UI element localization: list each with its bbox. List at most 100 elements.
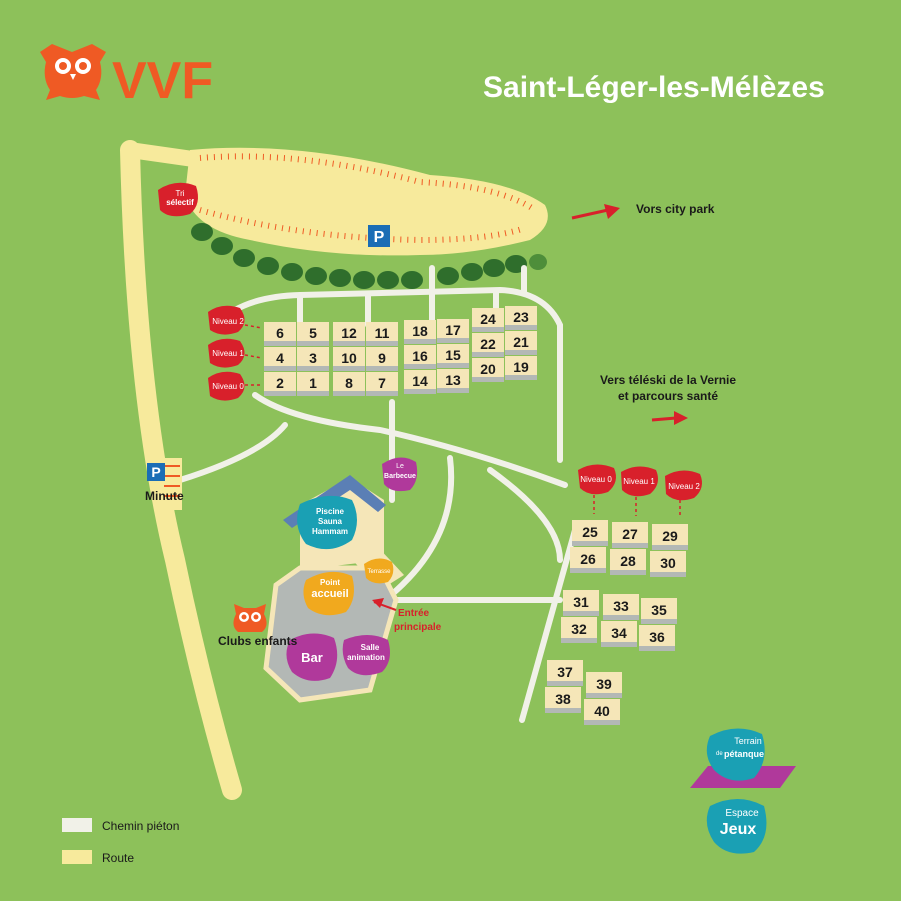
unit-number: 29 xyxy=(662,528,678,544)
unit: 30 xyxy=(650,551,686,577)
bar-badge: Bar xyxy=(286,633,338,681)
legend-route: Route xyxy=(102,851,134,865)
unit: 21 xyxy=(505,331,537,355)
bar-label: Bar xyxy=(301,650,323,665)
unit: 4 xyxy=(264,347,296,371)
unit-number: 10 xyxy=(341,350,357,366)
unit-number: 8 xyxy=(345,375,353,391)
unit: 25 xyxy=(572,520,608,546)
unit: 12 xyxy=(333,322,365,346)
unit-number: 26 xyxy=(580,551,596,567)
recycling-marker: Tri sélectif xyxy=(158,182,198,217)
unit: 23 xyxy=(505,306,537,330)
unit: 17 xyxy=(437,319,469,343)
piscine-line3: Hammam xyxy=(312,527,348,536)
arrow-right-icon xyxy=(604,204,620,219)
unit-number: 22 xyxy=(480,336,496,352)
main-entrance: Entrée principale xyxy=(372,598,442,633)
unit: 14 xyxy=(404,370,436,394)
piscine-badge: Piscine Sauna Hammam xyxy=(297,495,357,550)
unit: 29 xyxy=(652,524,688,550)
unit: 40 xyxy=(584,699,620,725)
point-accueil-badge: Point accueil xyxy=(303,571,354,616)
unit-number: 11 xyxy=(375,325,390,341)
clubs-label: Clubs enfants xyxy=(218,634,298,648)
unit-number: 9 xyxy=(378,350,386,366)
unit-number: 39 xyxy=(596,676,612,692)
teleski-line1: Vers téléski de la Vernie xyxy=(600,373,736,387)
unit: 13 xyxy=(437,369,469,393)
level-2-label-right: Niveau 2 xyxy=(668,482,700,491)
block-c3: 29 30 xyxy=(650,524,688,577)
hedge xyxy=(191,223,547,289)
level-marker: Niveau 0 xyxy=(578,464,616,514)
level-marker: Niveau 1 xyxy=(208,338,263,368)
salle-line2: animation xyxy=(347,653,385,662)
salle-line1: Salle xyxy=(361,643,380,652)
unit: 6 xyxy=(264,322,296,346)
unit: 8 xyxy=(333,372,365,396)
teleski-line2: et parcours santé xyxy=(618,389,718,403)
unit-number: 4 xyxy=(276,350,284,366)
unit: 10 xyxy=(333,347,365,371)
unit-number: 2 xyxy=(276,375,284,391)
unit-number: 34 xyxy=(611,625,627,641)
unit-number: 5 xyxy=(309,325,317,341)
unit-number: 36 xyxy=(649,629,665,645)
barbecue-line2: Barbecue xyxy=(384,473,416,480)
unit-number: 37 xyxy=(557,664,573,680)
unit-number: 40 xyxy=(594,703,610,719)
block-b1: 6 5 4 3 2 1 xyxy=(264,322,329,396)
entree-line2: principale xyxy=(394,622,442,633)
unit-number: 21 xyxy=(513,334,529,350)
unit-number: 3 xyxy=(309,350,317,366)
parking-top: P xyxy=(185,147,548,256)
point-line1: Point xyxy=(320,578,340,587)
unit-number: 6 xyxy=(276,325,284,341)
unit-number: 14 xyxy=(412,373,428,389)
unit: 35 xyxy=(641,598,677,624)
minute-label: Minute xyxy=(145,489,184,503)
unit-number: 1 xyxy=(309,375,317,391)
level-markers-right: Niveau 0 Niveau 1 Niveau 2 xyxy=(578,464,702,518)
unit: 7 xyxy=(366,372,398,396)
unit-number: 31 xyxy=(573,594,589,610)
unit-number: 20 xyxy=(480,361,496,377)
petanque-line1: Terrain xyxy=(734,736,762,746)
unit: 34 xyxy=(601,621,637,647)
roads xyxy=(120,140,242,800)
legend-chemin: Chemin piéton xyxy=(102,819,179,833)
unit-number: 17 xyxy=(445,322,461,338)
unit-number: 19 xyxy=(513,359,529,375)
level-1-label: Niveau 1 xyxy=(212,349,244,358)
city-park-label: Vors city park xyxy=(636,202,715,216)
unit-number: 23 xyxy=(513,309,529,325)
petanque-line2: de xyxy=(716,751,723,757)
salle-badge: Salle animation xyxy=(342,635,390,676)
unit: 18 xyxy=(404,320,436,344)
owl-icon xyxy=(233,604,267,632)
unit-number: 13 xyxy=(445,372,461,388)
tri-line1: Tri xyxy=(175,189,184,198)
unit-number: 30 xyxy=(660,555,676,571)
petanque-line3: pétanque xyxy=(724,749,764,759)
unit: 36 xyxy=(639,625,675,651)
unit-number: 16 xyxy=(412,348,428,364)
terrasse-badge: Terrasse xyxy=(364,558,394,584)
unit: 9 xyxy=(366,347,398,371)
block-c8: 39 40 xyxy=(584,672,622,725)
unit-number: 25 xyxy=(582,524,598,540)
parking-symbol-minute: P xyxy=(151,464,160,480)
petanque: Terrain de pétanque xyxy=(690,728,796,788)
level-marker: Niveau 1 xyxy=(621,466,658,516)
unit-number: 12 xyxy=(341,325,357,341)
unit-number: 32 xyxy=(571,621,587,637)
unit: 39 xyxy=(586,672,622,698)
pedestrian-paths xyxy=(177,265,578,723)
legend-swatch-path xyxy=(62,818,92,832)
